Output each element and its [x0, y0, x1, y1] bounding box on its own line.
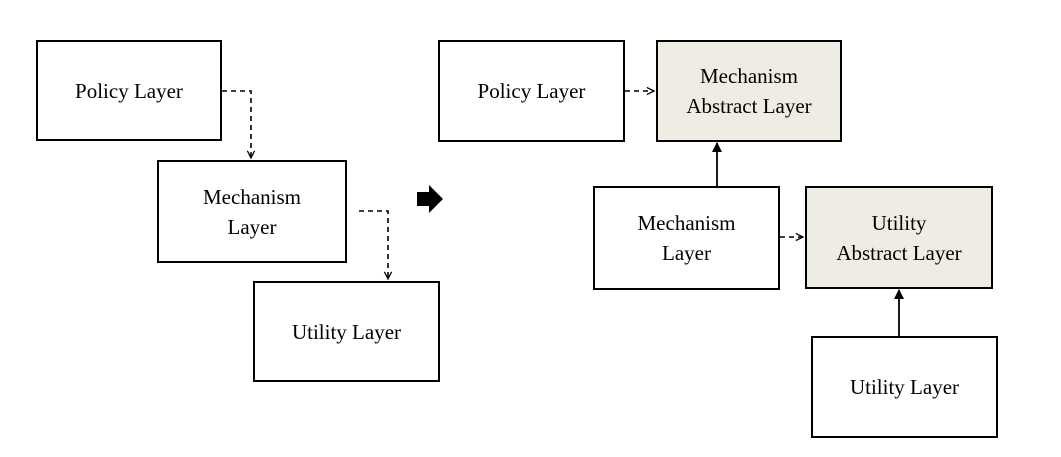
after-mechanism-layer-label: Mechanism Layer [637, 211, 736, 265]
after-policy-layer-box: Policy Layer [438, 40, 625, 142]
after-policy-layer-label: Policy Layer [477, 79, 586, 103]
after-utility-layer-box: Utility Layer [811, 336, 998, 438]
before-policy-layer-box: Policy Layer [36, 40, 222, 141]
before-utility-layer-box: Utility Layer [253, 281, 440, 382]
mechanism-abstract-layer-box: Mechanism Abstract Layer [656, 40, 842, 142]
before-policy-layer-label: Policy Layer [75, 78, 183, 103]
before-mechanism-layer-label: Mechanism Layer [203, 184, 301, 239]
utility-abstract-layer-box: Utility Abstract Layer [805, 186, 993, 289]
before-policy-to-mechanism-arrow [222, 90, 251, 158]
before-mechanism-layer-box: Mechanism Layer [157, 160, 347, 263]
before-mechanism-to-utility-arrow [359, 210, 388, 279]
after-utility-layer-label: Utility Layer [849, 375, 960, 399]
utility-abstract-layer-label: Utility Abstract Layer [836, 210, 962, 265]
mechanism-abstract-layer-label: Mechanism Abstract Layer [686, 64, 812, 118]
before-utility-layer-label: Utility Layer [291, 319, 402, 344]
right-arrow-icon [417, 185, 443, 213]
after-mechanism-layer-box: Mechanism Layer [593, 186, 780, 290]
